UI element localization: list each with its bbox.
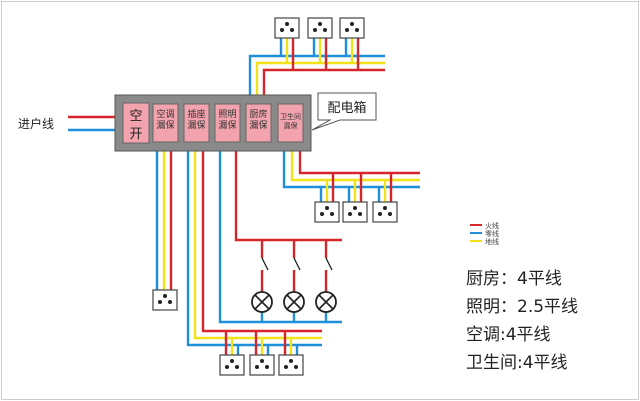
breaker-label-ac: 空调漏保 <box>156 110 175 132</box>
breaker-label-socket: 插座漏保 <box>187 110 206 132</box>
kitchen-socket <box>274 17 300 39</box>
switch-icon <box>325 257 333 271</box>
lighting-circuit <box>218 140 342 324</box>
bathroom-socket <box>342 201 368 223</box>
breaker-ac <box>152 103 179 143</box>
wire-spec-text: 空调:4平线 <box>466 325 551 345</box>
wire-spec-text: 卫生间:4平线 <box>466 353 568 373</box>
main-breaker <box>122 102 150 144</box>
ac-circuit <box>152 140 178 311</box>
kitchen-circuit <box>248 17 385 105</box>
main-breaker-label-1: 空 <box>129 109 142 124</box>
kitchen-socket <box>339 17 365 39</box>
breaker-label-kitchen: 厨房漏保 <box>249 110 268 132</box>
breaker-socket <box>183 103 210 143</box>
panel-callout-label: 配电箱 <box>327 100 366 116</box>
bathroom-socket <box>372 201 398 223</box>
wire-spec-text: 厨房：4平线 <box>466 269 562 289</box>
switch-icon <box>293 257 301 271</box>
legend-label: 地线 <box>485 237 499 246</box>
breaker-label-lighting: 照明漏保 <box>218 110 237 132</box>
kitchen-socket <box>307 17 333 39</box>
wall-socket <box>249 354 275 376</box>
ac-socket <box>152 289 178 311</box>
breaker-lighting <box>214 103 241 143</box>
main-breaker-label-2: 开 <box>129 127 142 142</box>
legend-label: 火线 <box>485 221 499 230</box>
socket-circuit <box>186 140 322 376</box>
switch-icon <box>261 257 269 271</box>
incoming-line-label: 进户线 <box>18 116 54 131</box>
breaker-label-bathroom: 卫生间漏保 <box>280 113 301 130</box>
bathroom-circuit <box>282 140 420 223</box>
breaker-kitchen <box>245 103 272 143</box>
legend-label: 零线 <box>485 229 499 238</box>
panel-callout <box>311 92 377 131</box>
wire-spec-text: 照明：2.5平线 <box>466 297 578 317</box>
wall-socket <box>278 354 304 376</box>
wall-socket <box>219 354 245 376</box>
breaker-bathroom <box>277 103 304 143</box>
bathroom-socket <box>314 201 340 223</box>
